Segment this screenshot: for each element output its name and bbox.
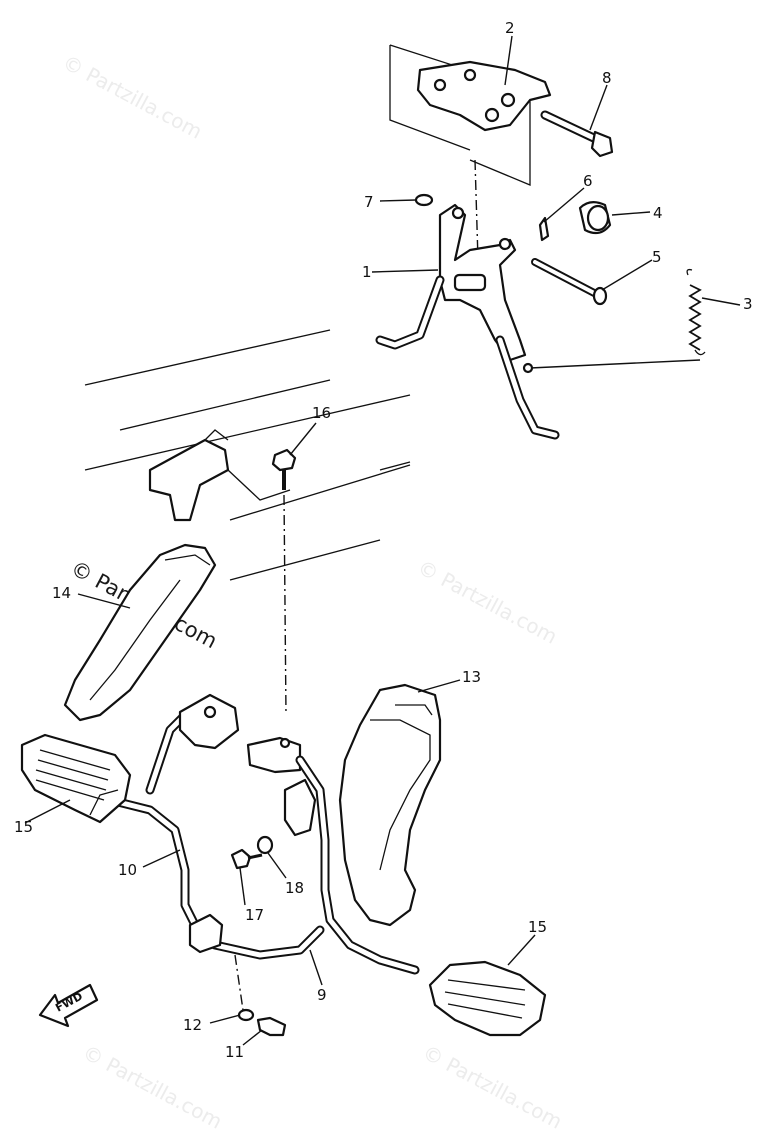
part-15-footpeg-left: [20, 733, 132, 824]
part-3-spring: [522, 268, 706, 374]
center-line-lower: [234, 954, 244, 1011]
part-17-bolt: [230, 848, 263, 870]
part-2-bracket: [389, 44, 552, 186]
part-16-bolt: [271, 448, 297, 716]
part-14-cover: [63, 543, 217, 722]
parts-diagram: © Partzilla.com © Partzilla.com © Partzi…: [14, 19, 753, 1134]
callout-13: 13: [462, 668, 481, 686]
callout-6: 6: [583, 172, 593, 190]
part-6-cotter-pin: [538, 216, 550, 242]
callout-15-left: 15: [14, 818, 33, 836]
callout-3: 3: [743, 295, 753, 313]
fwd-arrow-icon: FWD: [38, 983, 99, 1028]
frame-outline: [84, 329, 411, 581]
diagram-svg: FWD 2 8 6 4 7 5: [14, 19, 753, 1061]
callout-7: 7: [364, 193, 374, 211]
callout-17: 17: [245, 906, 264, 924]
part-7-washer: [414, 193, 434, 207]
part-5-pin: [531, 258, 608, 306]
part-11-bolt: [256, 1016, 287, 1037]
callout-11: 11: [225, 1043, 244, 1061]
part-15-footpeg-right: [428, 960, 547, 1037]
callout-1: 1: [362, 263, 372, 281]
leader-lines: [24, 35, 741, 1046]
callout-4: 4: [653, 204, 663, 222]
callout-15-right: 15: [528, 918, 547, 936]
part-1-main-stand: [375, 203, 560, 440]
part-12-washer: [237, 1008, 255, 1022]
part-13-cover: [338, 683, 442, 927]
callout-16: 16: [312, 404, 331, 422]
part-9-footrest-bar: [246, 736, 420, 975]
callout-2: 2: [505, 19, 515, 37]
callout-14: 14: [52, 584, 71, 602]
center-line: [474, 159, 479, 261]
callout-12: 12: [183, 1016, 202, 1034]
part-8-bolt: [540, 110, 614, 158]
part-4-damper: [578, 201, 612, 235]
callout-5: 5: [652, 248, 662, 266]
callout-8: 8: [602, 69, 612, 87]
part-18-washer: [256, 835, 274, 855]
part-10-footrest-bar: [105, 693, 325, 960]
callout-9: 9: [317, 986, 327, 1004]
callout-18: 18: [285, 879, 304, 897]
callout-10: 10: [118, 861, 137, 879]
